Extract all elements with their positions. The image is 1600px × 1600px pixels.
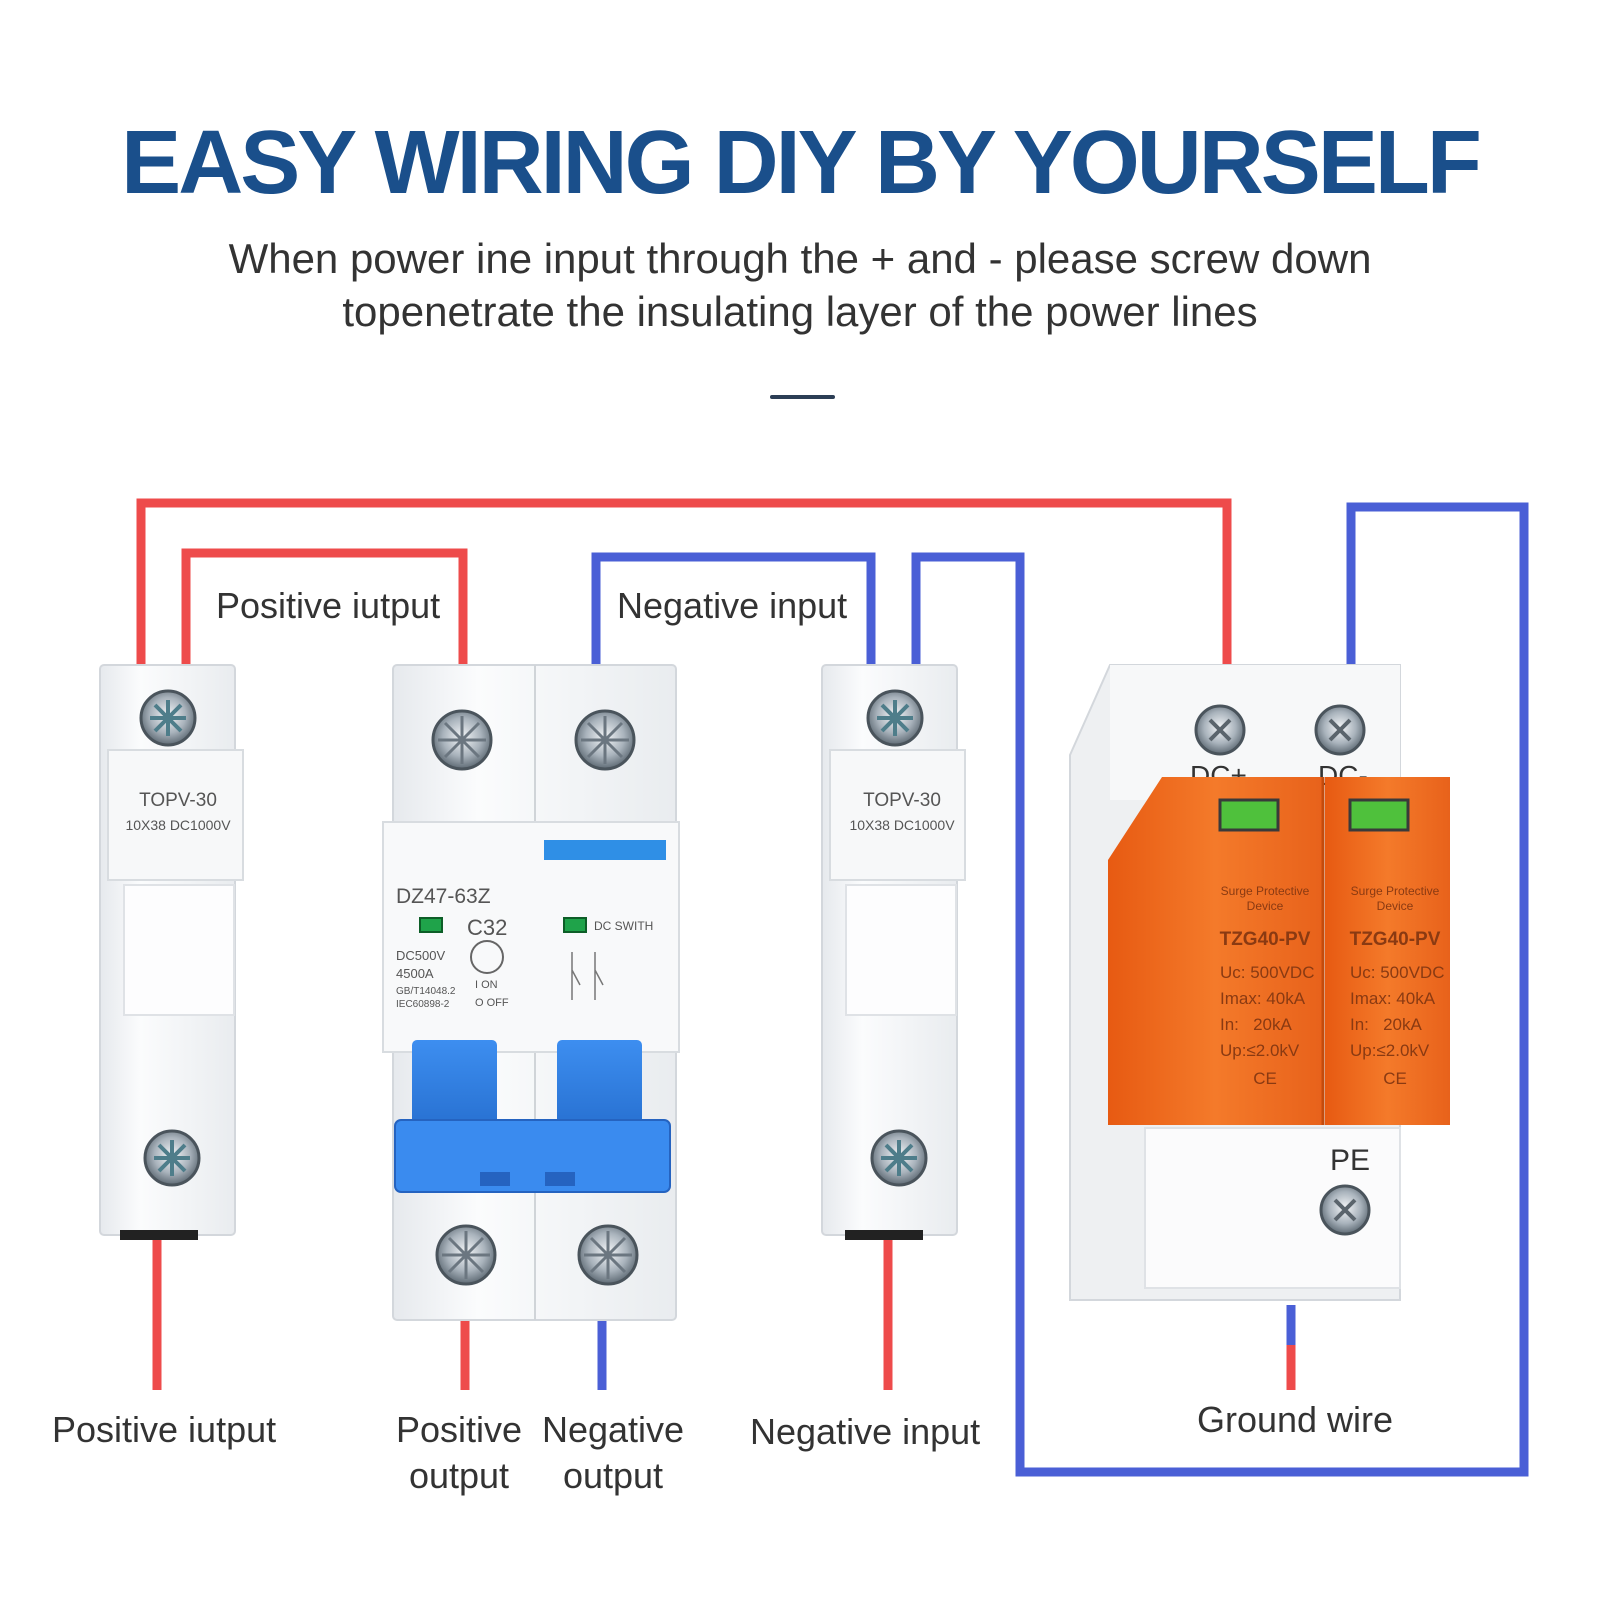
label-bottom-positive-output-line1: Positive [396,1409,522,1450]
spd-module-left-text: Surge Protective Device TZG40-PV Uc: 500… [1220,884,1315,1088]
fuse-left-spec: 10X38 DC1000V [125,817,231,833]
label-top-negative: Negative input [617,585,847,626]
label-ground-wire: Ground wire [1197,1399,1393,1440]
breaker-screw-bottom-right [577,1224,639,1286]
spd-left-imax: Imax: 40kA [1220,989,1306,1008]
negative-wire-breaker-top [591,552,876,665]
label-bottom-positive: Positive iutput [52,1409,276,1450]
breaker-on-label: I ON [475,979,498,991]
subtitle-line-2: topenetrate the insulating layer of the … [342,288,1258,335]
label-bottom-negative-output-line1: Negative [542,1409,684,1450]
fuse-right-model: TOPV-30 [863,790,941,811]
negative-wire-fuse2-loop [911,502,1529,1477]
spd-left-line1: Surge Protective [1221,884,1310,898]
spd-left-line2: Device [1247,899,1284,913]
label-top-positive: Positive iutput [216,585,440,626]
dc-circuit-breaker: DZ47-63Z C32 DC500V 4500A GB/T14048.2 IE… [382,664,680,1321]
breaker-off-label: O OFF [475,997,509,1009]
breaker-screw-top-right [574,709,636,771]
breaker-model: DZ47-63Z [396,885,491,908]
breaker-indicator-right [563,917,587,933]
spd-left-model: TZG40-PV [1220,929,1311,950]
subtitle-line-1: When power ine input through the + and -… [228,235,1372,282]
breaker-rating: C32 [467,915,507,940]
spd-indicator-right [1348,798,1410,832]
surge-protective-device: DC+ DC- Surge Protective Device TZG40-PV… [1069,664,1450,1301]
ccc-certification-icon [470,940,504,974]
spd-right-up: Up:≤2.0kV [1350,1041,1430,1060]
spd-module-right-text: Surge Protective Device TZG40-PV Uc: 500… [1350,884,1445,1088]
fuse-right-top-screw [866,689,924,747]
label-bottom-negative-output-line2: output [563,1455,663,1496]
negative-wires [591,502,1529,1477]
spd-screw-minus [1314,704,1366,756]
positive-wire-outer [136,498,1232,665]
breaker-screw-top-left [431,709,493,771]
fuse-holder-left: TOPV-30 10X38 DC1000V [99,664,244,1240]
spd-left-in: In: 20kA [1220,1015,1292,1034]
breaker-switch-label: DC SWITH [594,919,653,933]
spd-right-line1: Surge Protective [1351,884,1440,898]
spd-right-imax: Imax: 40kA [1350,989,1436,1008]
breaker-voltage: DC500V [396,948,445,963]
spd-indicator-left [1218,798,1280,832]
label-bottom-negative-input: Negative input [750,1411,980,1452]
breaker-standard-2: IEC60898-2 [396,999,450,1010]
breaker-capacity: 4500A [396,966,434,981]
positive-wire-inner [181,548,468,665]
fuse-right-spec: 10X38 DC1000V [849,817,955,833]
fuse-right-bottom-screw [870,1129,928,1187]
spd-left-mark: CE [1253,1069,1277,1088]
spd-pe-label: PE [1330,1144,1370,1177]
breaker-standard-1: GB/T14048.2 [396,986,456,997]
spd-right-in: In: 20kA [1350,1015,1422,1034]
fuse-holder-right: TOPV-30 10X38 DC1000V [821,664,966,1240]
spd-screw-plus [1194,704,1246,756]
fuse-left-model: TOPV-30 [139,790,217,811]
spd-left-up: Up:≤2.0kV [1220,1041,1300,1060]
breaker-circuit-symbol [571,952,604,1000]
breaker-toggle-handle[interactable] [394,1040,671,1193]
breaker-screw-bottom-left [435,1224,497,1286]
spd-right-model: TZG40-PV [1350,929,1441,950]
page-subtitle: When power ine input through the + and -… [150,232,1450,338]
fuse-left-bottom-screw [143,1129,201,1187]
page-title: EASY WIRING DIY BY YOURSELF [121,113,1482,213]
spd-right-mark: CE [1383,1069,1407,1088]
spd-right-line2: Device [1377,899,1414,913]
title-divider [770,395,835,399]
spd-left-uc: Uc: 500VDC [1220,963,1314,982]
breaker-indicator-left [419,917,443,933]
spd-right-uc: Uc: 500VDC [1350,963,1444,982]
spd-screw-pe [1319,1184,1371,1236]
fuse-left-top-screw [139,689,197,747]
positive-wires [136,498,1232,1390]
label-bottom-positive-output-line2: output [409,1455,509,1496]
